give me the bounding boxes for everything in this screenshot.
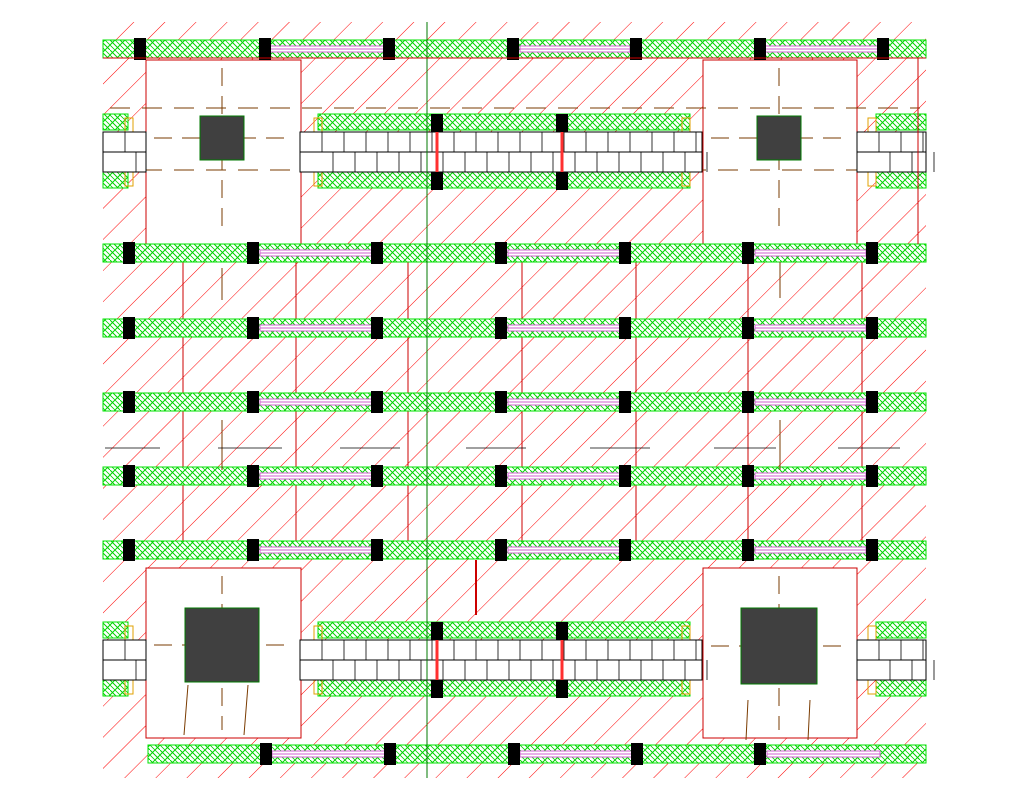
column bbox=[742, 465, 754, 487]
column bbox=[260, 743, 272, 765]
core-shaft-block bbox=[756, 115, 802, 161]
column bbox=[742, 391, 754, 413]
column bbox=[754, 743, 766, 765]
column bbox=[123, 317, 135, 339]
column bbox=[619, 391, 631, 413]
column bbox=[742, 242, 754, 264]
column bbox=[742, 539, 754, 561]
column bbox=[371, 391, 383, 413]
column bbox=[371, 539, 383, 561]
column-layer bbox=[123, 38, 889, 765]
column bbox=[742, 317, 754, 339]
column bbox=[495, 465, 507, 487]
axis-tick bbox=[243, 684, 249, 736]
column bbox=[247, 242, 259, 264]
wall-band bbox=[102, 679, 129, 697]
column bbox=[247, 539, 259, 561]
column bbox=[495, 242, 507, 264]
grid-line-layer bbox=[103, 22, 926, 778]
column bbox=[507, 38, 519, 60]
column bbox=[134, 38, 146, 60]
wall-band bbox=[317, 171, 691, 189]
column bbox=[556, 680, 568, 698]
column bbox=[556, 172, 568, 190]
core-shaft-block bbox=[199, 115, 245, 161]
wall-band bbox=[102, 621, 129, 639]
column bbox=[631, 743, 643, 765]
column bbox=[556, 114, 568, 132]
stair-layer bbox=[102, 131, 935, 681]
column bbox=[384, 743, 396, 765]
axis-tick bbox=[183, 684, 189, 736]
column bbox=[431, 172, 443, 190]
column bbox=[866, 391, 878, 413]
wall-band-layer bbox=[102, 39, 927, 764]
axis-tick bbox=[745, 699, 749, 741]
column bbox=[630, 38, 642, 60]
wall-band bbox=[317, 113, 691, 131]
column bbox=[431, 680, 443, 698]
wall-band bbox=[875, 621, 927, 639]
column bbox=[371, 242, 383, 264]
wall-band bbox=[317, 679, 691, 697]
column bbox=[877, 38, 889, 60]
column bbox=[495, 391, 507, 413]
core-shaft-block bbox=[740, 607, 818, 685]
column bbox=[259, 38, 271, 60]
column bbox=[495, 539, 507, 561]
column bbox=[123, 242, 135, 264]
column bbox=[123, 465, 135, 487]
column bbox=[508, 743, 520, 765]
column bbox=[556, 622, 568, 640]
column bbox=[866, 317, 878, 339]
column bbox=[383, 38, 395, 60]
column bbox=[371, 465, 383, 487]
axis-tick bbox=[807, 699, 811, 741]
column bbox=[495, 317, 507, 339]
wall-band bbox=[875, 679, 927, 697]
column bbox=[866, 242, 878, 264]
column bbox=[619, 539, 631, 561]
column bbox=[754, 38, 766, 60]
wall-band bbox=[317, 621, 691, 639]
column bbox=[123, 391, 135, 413]
column bbox=[619, 242, 631, 264]
column bbox=[431, 114, 443, 132]
column bbox=[866, 465, 878, 487]
column bbox=[123, 539, 135, 561]
column bbox=[866, 539, 878, 561]
column bbox=[247, 317, 259, 339]
column bbox=[619, 317, 631, 339]
column bbox=[247, 465, 259, 487]
column bbox=[371, 317, 383, 339]
core-shaft-block bbox=[184, 607, 260, 683]
room-layer bbox=[110, 59, 920, 739]
column bbox=[247, 391, 259, 413]
column bbox=[619, 465, 631, 487]
wall-band bbox=[102, 171, 129, 189]
column bbox=[431, 622, 443, 640]
wall-band bbox=[102, 113, 129, 131]
